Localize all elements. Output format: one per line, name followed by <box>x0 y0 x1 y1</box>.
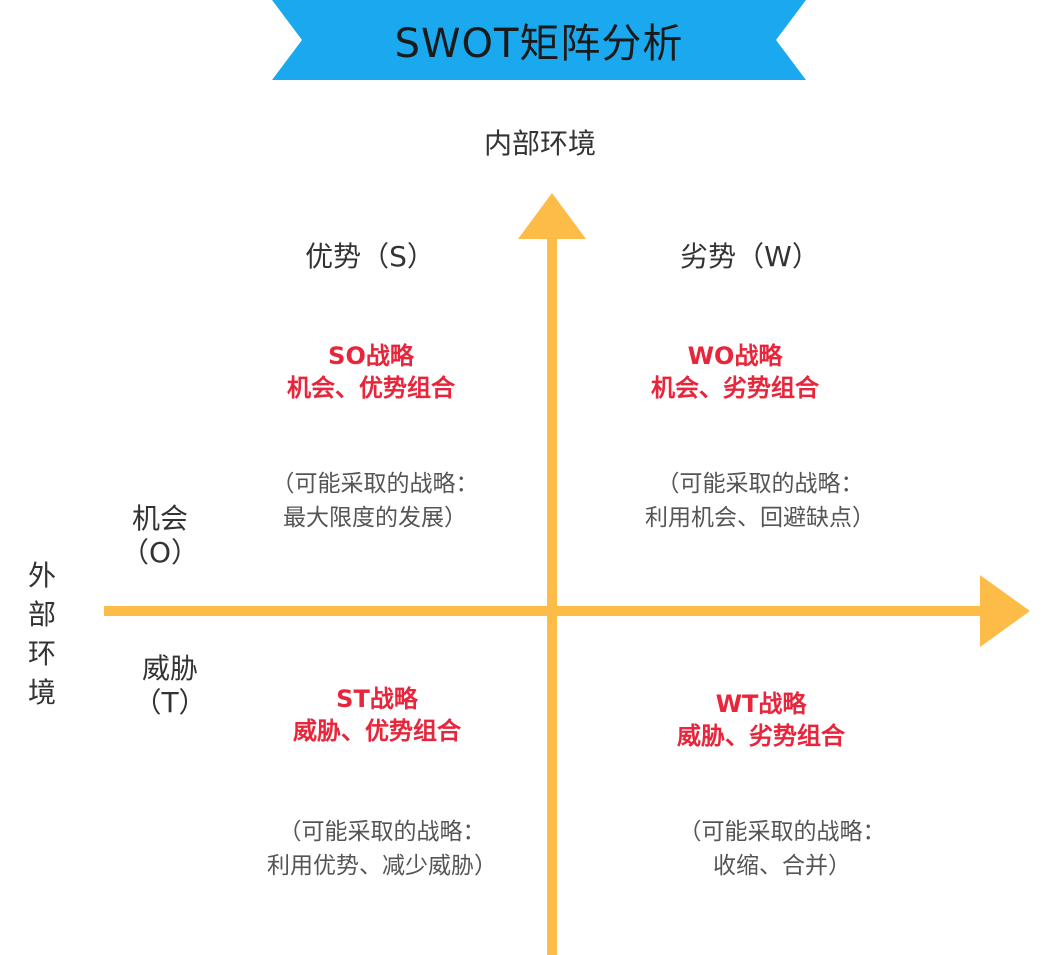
threat-header: 威胁 （T） <box>110 652 230 720</box>
st-strategy: ST战略 威胁、优势组合 <box>234 683 520 747</box>
threat-header-line1: 威胁 <box>141 652 198 685</box>
wt-note-line1: （可能采取的战略： <box>678 819 886 845</box>
so-strategy: SO战略 机会、优势组合 <box>228 340 514 404</box>
wo-note-line2: 利用机会、回避缺点） <box>645 505 875 531</box>
wt-note-line2: 收缩、合并） <box>713 853 851 879</box>
opportunity-header: 机会 （O） <box>100 502 220 570</box>
horizontal-axis-line <box>104 606 984 616</box>
title-banner-shape <box>272 0 806 80</box>
so-strategy-name: SO战略 <box>328 342 414 370</box>
so-strategy-combo: 机会、优势组合 <box>287 374 455 402</box>
opportunity-header-line1: 机会 <box>131 502 188 535</box>
page-title: SWOT矩阵分析 <box>394 21 684 67</box>
so-strategy-note: （可能采取的战略： 最大限度的发展） <box>230 467 520 535</box>
wt-strategy-note: （可能采取的战略： 收缩、合并） <box>642 815 922 883</box>
internal-environment-label: 内部环境 <box>483 127 596 160</box>
title-banner: SWOT矩阵分析 <box>272 0 806 80</box>
wt-strategy-combo: 威胁、劣势组合 <box>677 722 845 750</box>
weakness-header: 劣势（W） <box>680 240 820 273</box>
st-strategy-combo: 威胁、优势组合 <box>293 717 461 745</box>
st-note-line1: （可能采取的战略： <box>278 819 486 845</box>
wo-strategy-combo: 机会、劣势组合 <box>651 374 819 402</box>
external-environment-label: 外部环境 <box>27 559 56 709</box>
wt-strategy-name: WT战略 <box>715 690 807 718</box>
wo-strategy-name: WO战略 <box>687 342 783 370</box>
wt-strategy: WT战略 威胁、劣势组合 <box>618 688 904 752</box>
strength-header: 优势（S） <box>305 240 435 273</box>
opportunity-header-line2: （O） <box>120 536 200 569</box>
threat-header-line2: （T） <box>133 686 207 719</box>
horizontal-axis-arrow-head <box>980 575 1030 647</box>
st-strategy-note: （可能采取的战略： 利用优势、减少威胁） <box>232 815 532 883</box>
so-note-line1: （可能采取的战略： <box>271 471 479 497</box>
wo-strategy-note: （可能采取的战略： 利用机会、回避缺点） <box>610 467 910 535</box>
st-strategy-name: ST战略 <box>336 685 418 713</box>
vertical-axis-arrow-head <box>518 193 586 239</box>
wo-note-line1: （可能采取的战略： <box>656 471 864 497</box>
so-note-line2: 最大限度的发展） <box>283 505 467 531</box>
st-note-line2: 利用优势、减少威胁） <box>267 853 497 879</box>
wo-strategy: WO战略 机会、劣势组合 <box>592 340 878 404</box>
vertical-axis-line <box>547 236 557 955</box>
